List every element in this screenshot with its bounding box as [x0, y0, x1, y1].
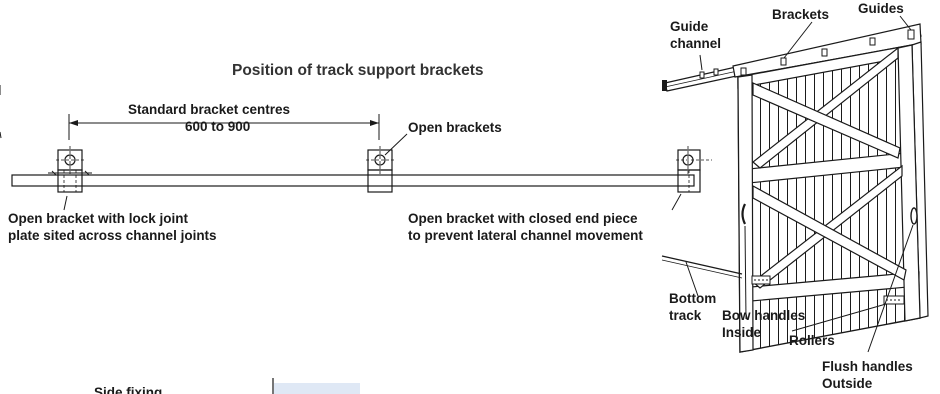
- sliding-door: [661, 23, 929, 353]
- guide-channel-label-2: channel: [670, 36, 721, 51]
- bracket-centres-dimension: [68, 114, 380, 140]
- closed-end-label-2: to prevent lateral channel movement: [408, 228, 643, 243]
- diagram-title: Position of track support brackets: [232, 62, 484, 79]
- guides-label: Guides: [858, 1, 904, 16]
- bow-handles-label-2: Inside: [722, 325, 762, 340]
- bracket-open: [366, 146, 394, 193]
- lock-joint-label-2: plate sited across channel joints: [8, 228, 217, 243]
- closed-end-label-1: Open bracket with closed end piece: [408, 211, 638, 226]
- open-brackets-label: Open brackets: [408, 120, 502, 135]
- flush-handles-label-1: Flush handles: [822, 359, 913, 374]
- door-leader-lines: [685, 15, 914, 353]
- dimension-label-bg: [128, 103, 320, 119]
- guide-channel-rail: [11, 174, 695, 187]
- bottom-track-label-2: track: [669, 308, 702, 323]
- guide-channel-label-1: Guide: [670, 19, 709, 34]
- rollers-label: Rollers: [789, 333, 835, 348]
- side-fixing-panel: [274, 383, 360, 394]
- brackets-label: Brackets: [772, 7, 829, 22]
- bow-handles-label-1: Bow handles: [722, 308, 805, 323]
- lock-joint-label-1: Open bracket with lock joint: [8, 211, 189, 226]
- flush-handles-label-2: Outside: [822, 376, 873, 391]
- standard-centres-value: 600 to 900: [185, 119, 250, 134]
- side-fixing-label: Side fixing: [94, 385, 162, 394]
- standard-centres-label: Standard bracket centres: [128, 102, 290, 117]
- bottom-track-label-1: Bottom: [669, 291, 716, 306]
- leader-lines: [63, 133, 682, 211]
- edge-mark: [0, 131, 2, 139]
- bracket-lock-joint: [48, 146, 92, 193]
- bracket-closed-end: [676, 146, 712, 193]
